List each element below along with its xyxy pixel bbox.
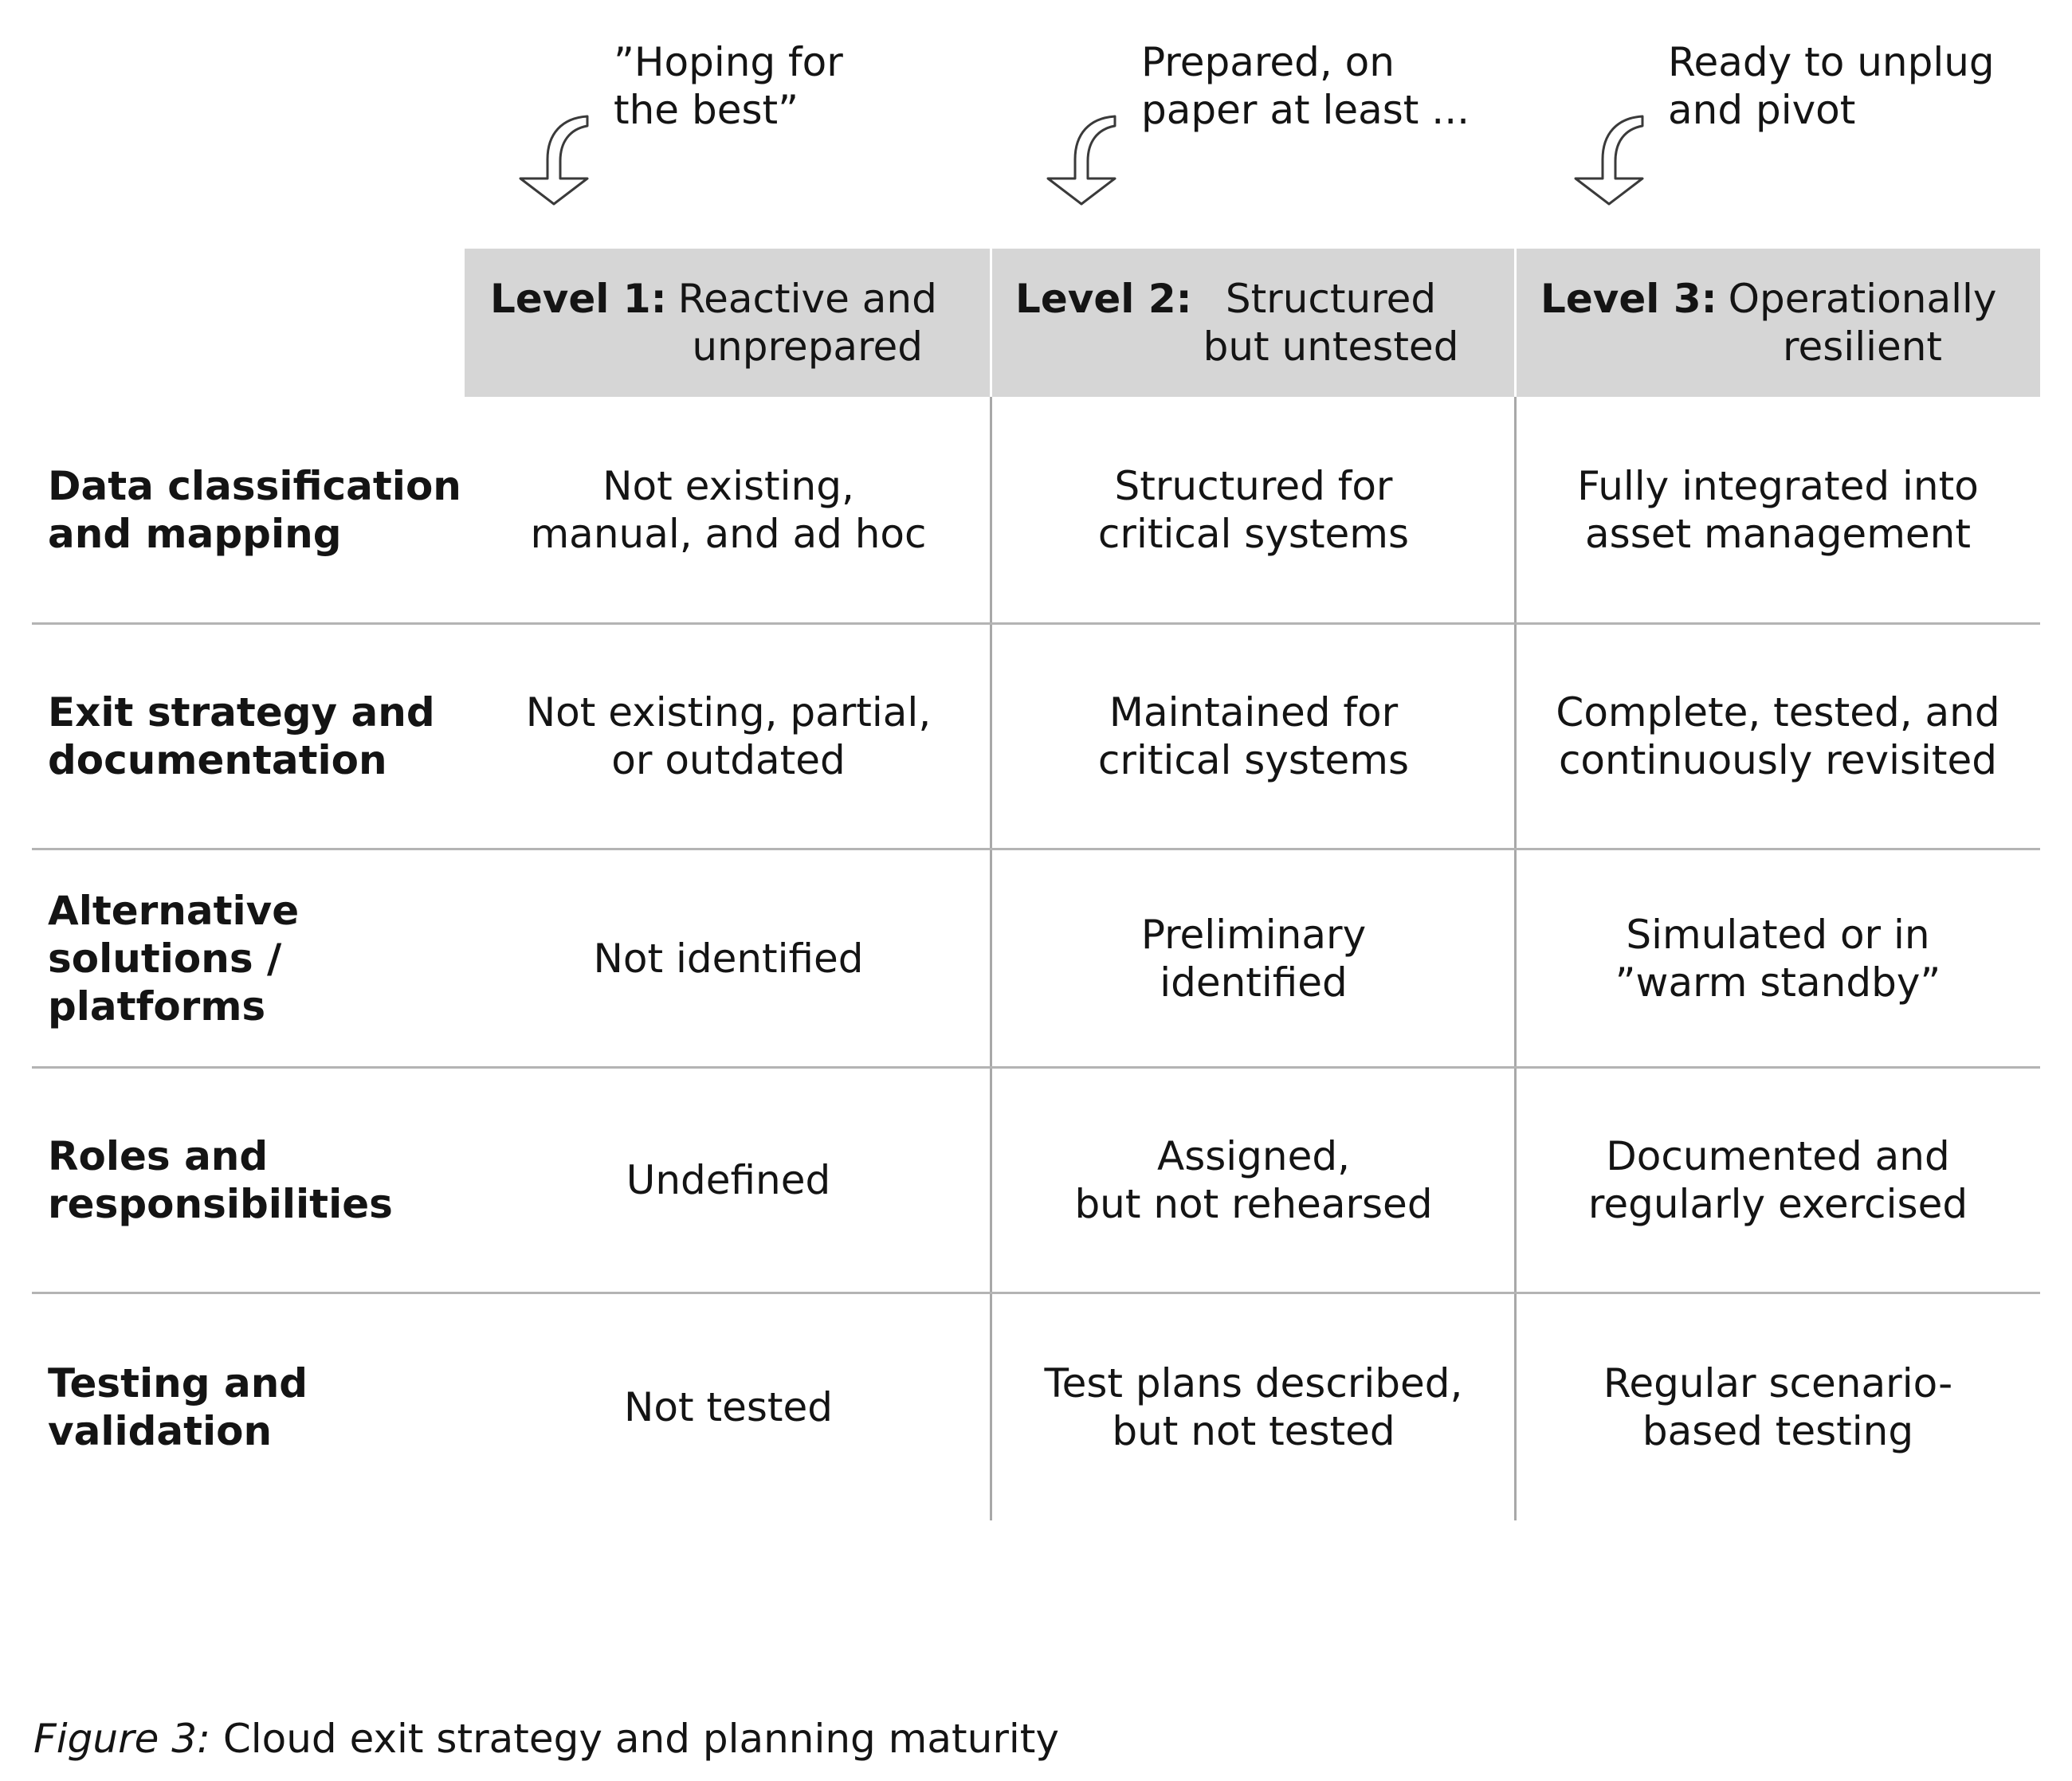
header-column-divider-1 — [990, 249, 992, 397]
curved-down-arrow-icon — [1042, 112, 1121, 207]
level-3-header: Level 3: Operationally resilient — [1540, 275, 1996, 371]
level-header-band — [465, 249, 2040, 397]
cell-testing-validation-level-3: Regular scenario- based testing — [1603, 1359, 1953, 1454]
level-1-label: Level 1: — [490, 276, 667, 322]
row-label-roles-responsibilities: Roles and responsibilities — [48, 1133, 393, 1227]
level-2-description: Structured but untested — [1203, 276, 1459, 370]
cell-testing-validation-level-1: Not tested — [623, 1383, 833, 1430]
figure-number: Figure 3: — [33, 1716, 210, 1762]
cell-exit-strategy-level-1: Not existing, partial, or outdated — [525, 689, 932, 783]
cell-data-classification-level-1: Not existing, manual, and ad hoc — [530, 462, 927, 557]
row-label-data-classification: Data classification and mapping — [48, 462, 461, 557]
column-divider-2 — [1514, 397, 1517, 1520]
level-2-label: Level 2: — [1015, 276, 1192, 322]
cell-roles-responsibilities-level-2: Assigned, but not rehearsed — [1074, 1133, 1433, 1227]
tagline-level-1: ”Hoping for the best” — [614, 39, 843, 133]
row-label-alternative-solutions: Alternative solutions / platforms — [48, 887, 300, 1030]
column-divider-1 — [990, 397, 992, 1520]
row-divider-3 — [32, 1066, 2040, 1069]
cell-data-classification-level-3: Fully integrated into asset management — [1577, 462, 1979, 557]
cell-alternative-solutions-level-1: Not identified — [593, 935, 864, 982]
cell-roles-responsibilities-level-1: Undefined — [626, 1157, 831, 1203]
level-2-header: Level 2: Structured but untested — [1015, 275, 1458, 371]
level-3-label: Level 3: — [1540, 276, 1717, 322]
figure-caption-text: Cloud exit strategy and planning maturit… — [210, 1716, 1059, 1762]
row-divider-2 — [32, 848, 2040, 850]
header-column-divider-2 — [1514, 249, 1517, 397]
cell-exit-strategy-level-3: Complete, tested, and continuously revis… — [1556, 689, 2000, 783]
curved-down-arrow-icon — [514, 112, 594, 207]
tagline-level-2: Prepared, on paper at least ... — [1141, 39, 1470, 133]
level-1-header: Level 1: Reactive and unprepared — [490, 275, 937, 371]
cell-roles-responsibilities-level-3: Documented and regularly exercised — [1587, 1133, 1968, 1227]
row-label-exit-strategy: Exit strategy and documentation — [48, 689, 435, 783]
figure-caption: Figure 3: Cloud exit strategy and planni… — [33, 1715, 1059, 1763]
level-3-description: Operationally resilient — [1728, 276, 1997, 370]
cell-data-classification-level-2: Structured for critical systems — [1097, 462, 1410, 557]
level-1-description: Reactive and unprepared — [677, 276, 937, 370]
curved-down-arrow-icon — [1569, 112, 1649, 207]
cell-alternative-solutions-level-3: Simulated or in ”warm standby” — [1615, 911, 1941, 1006]
row-divider-1 — [32, 622, 2040, 625]
tagline-level-3: Ready to unplug and pivot — [1668, 39, 1995, 133]
cell-exit-strategy-level-2: Maintained for critical systems — [1097, 689, 1410, 783]
cell-alternative-solutions-level-2: Preliminary identified — [1140, 911, 1367, 1006]
row-label-testing-validation: Testing and validation — [48, 1359, 308, 1454]
row-divider-4 — [32, 1292, 2040, 1294]
cell-testing-validation-level-2: Test plans described, but not tested — [1044, 1359, 1463, 1454]
